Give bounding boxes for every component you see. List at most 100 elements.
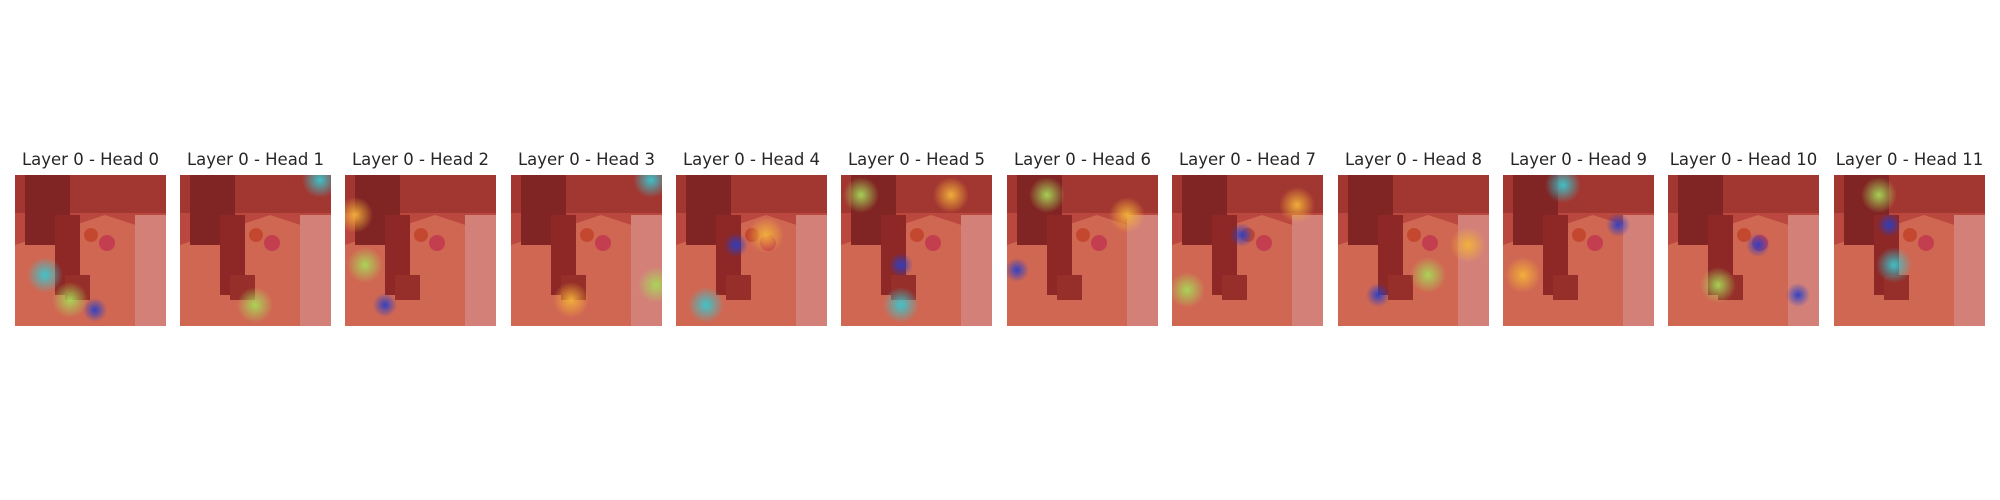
attention-hotspot — [1172, 272, 1205, 308]
object-pink — [1091, 235, 1107, 251]
attention-panel: Layer 0 - Head 5 — [841, 148, 992, 326]
attention-heatmap-image — [1007, 175, 1158, 326]
attention-hotspot — [1410, 257, 1446, 293]
attention-hotspot — [933, 177, 969, 213]
attention-hotspot — [883, 287, 919, 323]
attention-panel: Layer 0 - Head 4 — [676, 148, 827, 326]
object-orange — [249, 228, 263, 242]
attention-hotspot — [843, 177, 879, 213]
attention-hotspot — [1007, 258, 1029, 282]
attention-heatmap-image — [841, 175, 992, 326]
attention-heatmap-image — [676, 175, 827, 326]
attention-panel: Layer 0 - Head 0 — [15, 148, 166, 326]
attention-heatmap-image — [345, 175, 496, 326]
side-panel — [1954, 215, 1985, 326]
attention-hotspot — [638, 267, 662, 303]
object-pink — [99, 235, 115, 251]
object-orange — [1572, 228, 1586, 242]
attention-hotspot — [302, 175, 331, 198]
attention-hotspot — [724, 233, 748, 257]
attention-panel: Layer 0 - Head 11 — [1834, 148, 1985, 326]
attention-heatmap-image — [1834, 175, 1985, 326]
attention-hotspot — [1545, 175, 1581, 203]
attention-heatmap-image — [1503, 175, 1654, 326]
attention-hotspot — [1861, 177, 1897, 213]
panel-title: Layer 0 - Head 1 — [186, 150, 325, 169]
panel-title: Layer 0 - Head 11 — [1835, 150, 1984, 169]
attention-hotspot — [633, 175, 662, 198]
heatmap-overlay — [1503, 175, 1654, 326]
attention-panel: Layer 0 - Head 10 — [1668, 148, 1819, 326]
gripper — [1388, 275, 1413, 300]
attention-hotspot — [345, 197, 373, 233]
attention-map-grid: Layer 0 - Head 0 Layer 0 - Head 1 Layer … — [15, 148, 1990, 326]
side-panel — [1292, 215, 1323, 326]
attention-hotspot — [1786, 283, 1810, 307]
object-pink — [429, 235, 445, 251]
side-panel — [961, 215, 992, 326]
object-pink — [1256, 235, 1272, 251]
gripper — [726, 275, 751, 300]
side-panel — [465, 215, 496, 326]
attention-hotspot — [1700, 267, 1736, 303]
attention-hotspot — [52, 282, 88, 318]
attention-hotspot — [748, 217, 784, 253]
panel-title: Layer 0 - Head 7 — [1178, 150, 1317, 169]
object-orange — [414, 228, 428, 242]
gripper — [395, 275, 420, 300]
attention-panel: Layer 0 - Head 6 — [1007, 148, 1158, 326]
side-panel — [1623, 215, 1654, 326]
panel-title: Layer 0 - Head 4 — [682, 150, 821, 169]
panel-title: Layer 0 - Head 2 — [351, 150, 490, 169]
object-orange — [910, 228, 924, 242]
panel-title: Layer 0 - Head 5 — [847, 150, 986, 169]
panel-title: Layer 0 - Head 10 — [1669, 150, 1818, 169]
attention-heatmap-image — [1338, 175, 1489, 326]
panel-title: Layer 0 - Head 3 — [517, 150, 656, 169]
object-orange — [1407, 228, 1421, 242]
object-pink — [1422, 235, 1438, 251]
attention-hotspot — [1746, 233, 1770, 257]
object-pink — [1587, 235, 1603, 251]
attention-hotspot — [1230, 223, 1254, 247]
panel-title: Layer 0 - Head 8 — [1344, 150, 1483, 169]
gripper — [1057, 275, 1082, 300]
attention-hotspot — [889, 253, 913, 277]
object-pink — [1918, 235, 1934, 251]
attention-heatmap-image — [1668, 175, 1819, 326]
panel-title: Layer 0 - Head 0 — [21, 150, 160, 169]
panel-title: Layer 0 - Head 6 — [1013, 150, 1152, 169]
object-pink — [595, 235, 611, 251]
attention-hotspot — [1109, 197, 1145, 233]
attention-hotspot — [1450, 227, 1486, 263]
object-pink — [925, 235, 941, 251]
attention-panel: Layer 0 - Head 3 — [511, 148, 662, 326]
attention-hotspot — [1029, 177, 1065, 213]
attention-hotspot — [1279, 187, 1315, 223]
panel-title: Layer 0 - Head 9 — [1509, 150, 1648, 169]
object-orange — [1076, 228, 1090, 242]
attention-hotspot — [1877, 213, 1901, 237]
attention-hotspot — [1606, 213, 1630, 237]
object-orange — [1903, 228, 1917, 242]
attention-hotspot — [1876, 247, 1912, 283]
attention-hotspot — [688, 287, 724, 323]
side-panel — [300, 215, 331, 326]
attention-hotspot — [83, 298, 107, 322]
heatmap-overlay — [1834, 175, 1985, 326]
side-panel — [796, 215, 827, 326]
object-orange — [580, 228, 594, 242]
attention-hotspot — [553, 282, 589, 318]
attention-panel: Layer 0 - Head 7 — [1172, 148, 1323, 326]
attention-heatmap-image — [180, 175, 331, 326]
attention-hotspot — [1366, 283, 1390, 307]
object-pink — [264, 235, 280, 251]
attention-heatmap-image — [511, 175, 662, 326]
attention-hotspot — [347, 247, 383, 283]
attention-panel: Layer 0 - Head 8 — [1338, 148, 1489, 326]
gripper — [1222, 275, 1247, 300]
attention-heatmap-image — [1172, 175, 1323, 326]
attention-hotspot — [373, 293, 397, 317]
attention-heatmap-image — [15, 175, 166, 326]
